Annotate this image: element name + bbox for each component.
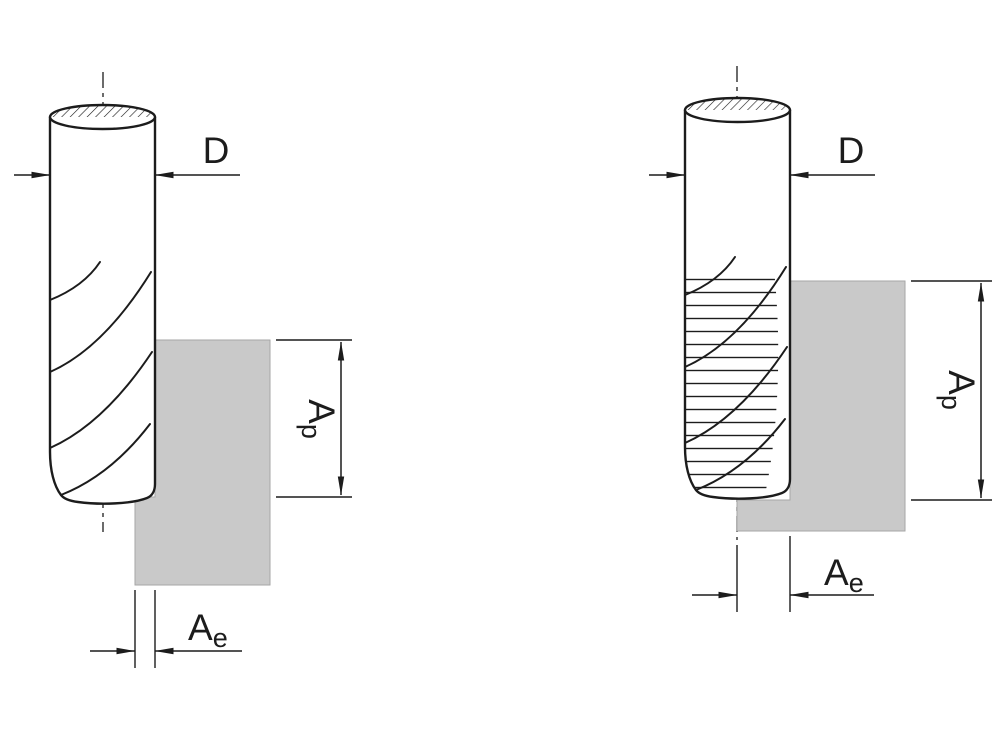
dim-label-ap-right: Ap: [936, 370, 982, 410]
dim-radial-width-left: Ae: [90, 590, 242, 668]
dim-diameter-left: D: [14, 130, 240, 179]
tool-flutes-left: [49, 261, 153, 496]
dim-diameter-right: D: [649, 130, 875, 179]
tool-left: [48, 103, 157, 505]
dim-label-ae-right: Ae: [824, 552, 864, 598]
engagement-hatch-right: [685, 270, 779, 490]
tool-right: [683, 96, 792, 500]
dim-label-ae-left: Ae: [188, 607, 228, 653]
dim-axial-depth-left: Ap: [276, 339, 352, 498]
dim-axial-depth-right: Ap: [911, 280, 992, 501]
dim-label-ap-left: Ap: [296, 399, 342, 439]
workpiece-left: [134, 339, 271, 586]
shank-section-hatch-right: [685, 98, 790, 110]
figure-right: D Ap Ae: [649, 66, 992, 612]
shank-section-hatch-left: [50, 105, 155, 117]
workpiece-right: [736, 280, 906, 532]
figure-left: D Ap Ae: [14, 72, 352, 668]
tool-flutes-right: [684, 256, 788, 491]
dim-radial-width-right: Ae: [692, 536, 874, 612]
tool-body-left: [48, 115, 157, 505]
dim-label-d-left: D: [203, 130, 230, 171]
dim-label-d-right: D: [838, 130, 865, 171]
